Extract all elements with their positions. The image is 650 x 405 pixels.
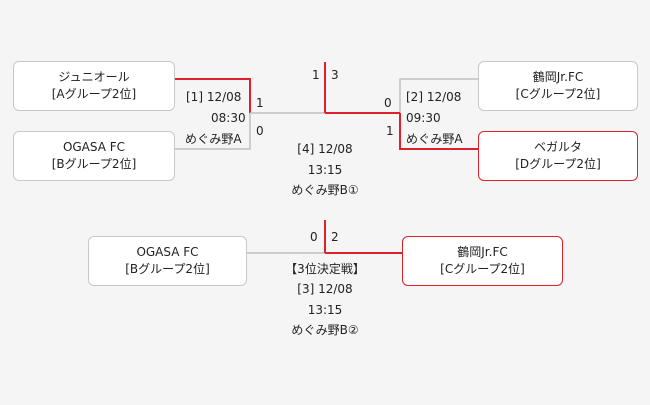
team-box-junior: ジュニオール [Aグループ2位]: [13, 61, 175, 111]
team-group: [Cグループ2位]: [515, 87, 601, 101]
sf2-bottom-line: [399, 113, 478, 150]
team-box-ogasa: OGASA FC [Bグループ2位]: [13, 131, 175, 181]
team-box-tsuruoka: 鶴岡Jr.FC [Cグループ2位]: [478, 61, 638, 111]
team-group: [Bグループ2位]: [51, 157, 137, 171]
team-name: ジュニオール: [58, 70, 130, 84]
sf1-bottom-line: [175, 113, 251, 150]
third-venue: めぐみ野B②: [291, 323, 359, 337]
sf1-venue: めぐみ野A: [185, 132, 242, 146]
sf2-score-top: 0: [384, 96, 392, 110]
team-name: ベガルタ: [533, 140, 582, 154]
final-date: [4] 12/08: [297, 142, 353, 156]
sf1-top-line: [175, 78, 251, 113]
sf2-time: 09:30: [406, 111, 441, 125]
team-group: [Cグループ2位]: [440, 262, 525, 276]
third-time: 13:15: [307, 303, 343, 317]
third-date: [3] 12/08: [297, 282, 353, 296]
team-box-ogasa-3rd: OGASA FC [Bグループ2位]: [88, 236, 247, 286]
sf1-score-bottom: 0: [256, 124, 264, 138]
sf1-score-top: 1: [256, 96, 264, 110]
team-name: OGASA FC: [62, 140, 126, 154]
final-venue: めぐみ野B①: [291, 183, 359, 197]
third-score-left: 0: [310, 230, 318, 244]
team-box-vegalta: ベガルタ [Dグループ2位]: [478, 131, 638, 181]
team-name: 鶴岡Jr.FC: [457, 245, 508, 259]
sf2-venue: めぐみ野A: [406, 132, 463, 146]
sf1-date: [1] 12/08: [186, 90, 242, 104]
sf2-date: [2] 12/08: [406, 90, 462, 104]
final-score-right: 3: [331, 68, 339, 82]
sf2-score-bottom: 1: [386, 124, 394, 138]
sf2-top-line: [399, 78, 478, 113]
third-title: 【3位決定戦】: [285, 262, 365, 276]
team-group: [Dグループ2位]: [515, 157, 601, 171]
team-box-tsuruoka-3rd: 鶴岡Jr.FC [Cグループ2位]: [402, 236, 563, 286]
team-name: 鶴岡Jr.FC: [532, 70, 584, 84]
final-score-left: 1: [312, 68, 320, 82]
team-group: [Aグループ2位]: [51, 87, 137, 101]
team-name: OGASA FC: [136, 245, 199, 259]
team-group: [Bグループ2位]: [125, 262, 210, 276]
sf1-time: 08:30: [211, 111, 246, 125]
final-time: 13:15: [307, 163, 343, 177]
third-score-right: 2: [331, 230, 339, 244]
